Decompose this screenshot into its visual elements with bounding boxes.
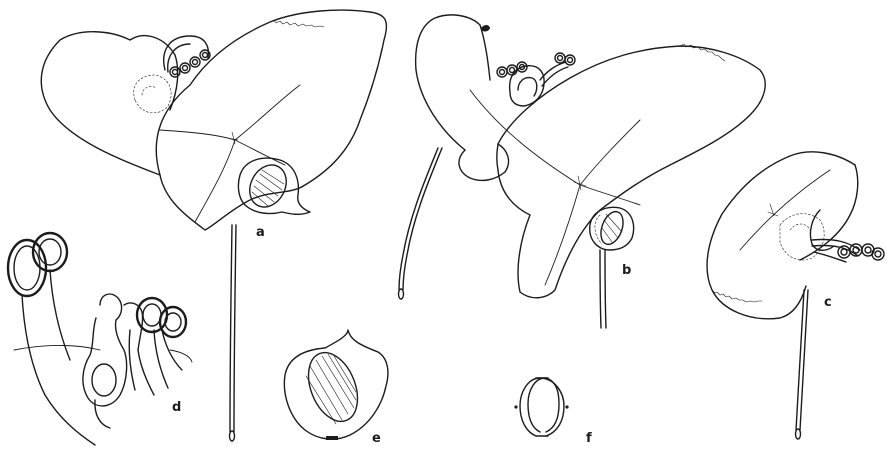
panel-a-label: a bbox=[256, 225, 265, 240]
panel-e-drawing: e bbox=[284, 330, 388, 446]
panel-d-label: d bbox=[172, 400, 181, 415]
panel-b-drawing: b bbox=[399, 15, 766, 328]
panel-f-label: f bbox=[586, 431, 592, 446]
panel-c-label: c bbox=[824, 295, 832, 310]
panel-c-drawing: c bbox=[707, 152, 884, 439]
panel-b-label: b bbox=[622, 263, 631, 278]
panel-f-drawing: f bbox=[514, 378, 592, 446]
panel-e-label: e bbox=[372, 431, 381, 446]
panel-d-drawing: d bbox=[8, 233, 192, 445]
